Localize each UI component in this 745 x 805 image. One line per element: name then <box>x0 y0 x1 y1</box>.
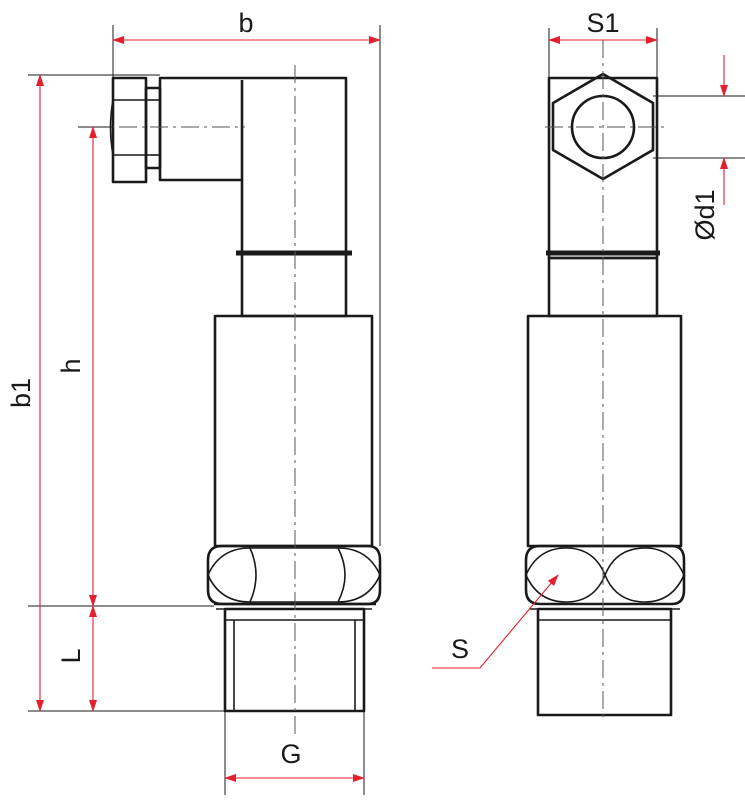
label-h: h <box>56 358 86 373</box>
front-thread <box>536 607 673 717</box>
label-S: S <box>451 634 469 664</box>
label-S1: S1 <box>586 8 619 38</box>
dimension-lines <box>28 25 745 795</box>
label-b: b <box>238 8 253 38</box>
side-plug-housing <box>158 76 352 318</box>
dimension-labels: b b1 h L G S1 Ød1 S <box>6 8 720 769</box>
side-connector-nut <box>109 76 162 184</box>
label-b1: b1 <box>6 378 36 408</box>
front-main-body <box>526 314 683 548</box>
side-main-body <box>213 314 374 548</box>
label-L: L <box>56 648 86 663</box>
label-d1: Ød1 <box>690 189 720 240</box>
side-hex-nut <box>206 544 382 610</box>
side-view <box>88 65 382 735</box>
front-view <box>524 40 686 720</box>
front-hex-nut <box>524 544 686 610</box>
leader-S <box>432 574 559 669</box>
label-G: G <box>280 739 301 769</box>
